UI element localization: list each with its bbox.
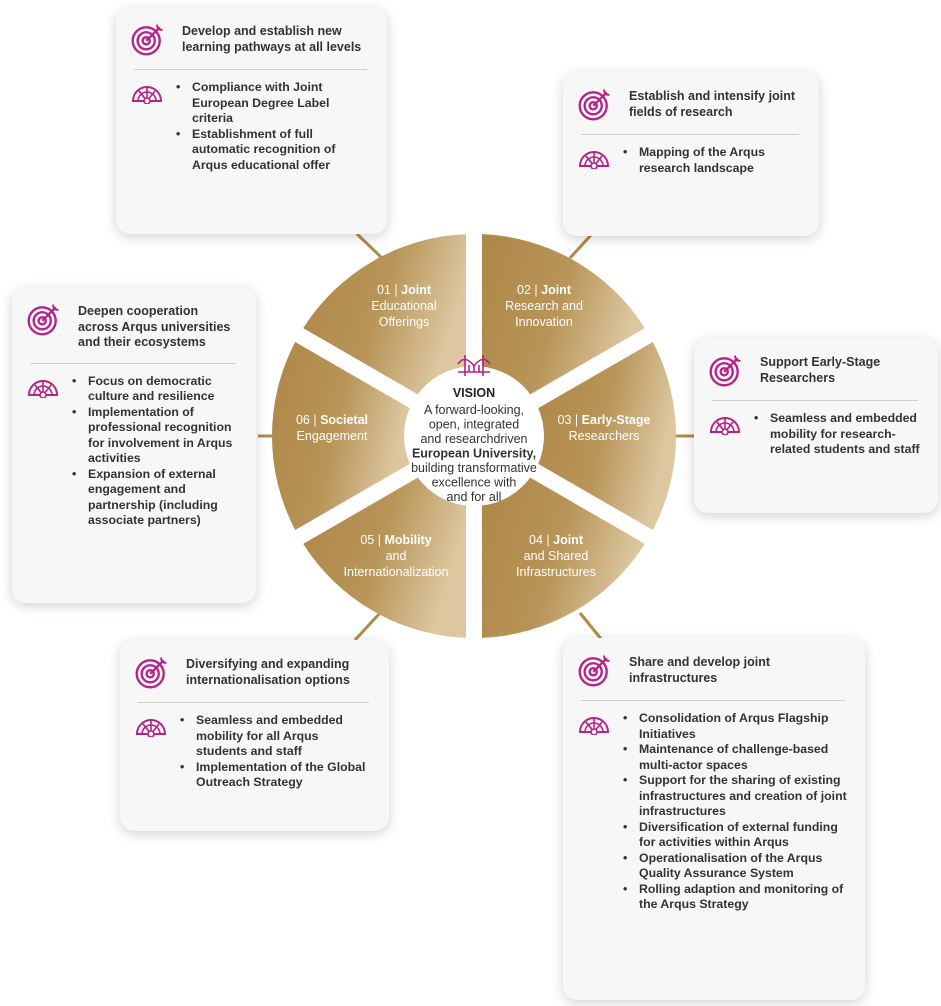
vision-text-line: European University, — [412, 447, 536, 461]
card-divider — [138, 702, 369, 703]
list-item: Consolidation of Arqus Flagship Initiati… — [623, 711, 849, 742]
target-icon — [131, 24, 163, 56]
card-title: Deepen cooperation across Arqus universi… — [78, 304, 231, 349]
gauge-icon — [578, 151, 610, 169]
list-item: Implementation of professional recogniti… — [72, 405, 240, 467]
target-icon — [578, 655, 610, 687]
vision-text-line: and researchdriven — [420, 432, 527, 446]
wheel-segment-04 — [481, 477, 645, 638]
list-item: Diversification of external funding for … — [623, 820, 849, 851]
card-research-innovation: Establish and intensify joint fields of … — [563, 72, 819, 236]
card-title: Diversifying and expanding international… — [186, 657, 350, 687]
gauge-icon — [709, 417, 741, 435]
vision-title: VISION — [453, 386, 495, 400]
card-item-list: Compliance with Joint European Degree La… — [176, 80, 371, 173]
card-divider — [30, 362, 236, 364]
vision-text-line: building transformative — [411, 461, 537, 475]
card-joint-infrastructures: Share and develop joint infrastructures … — [563, 638, 865, 1000]
card-item-list: Seamless and embedded mobility for all A… — [180, 713, 373, 791]
vision-center: VISION A forward-looking,open, integrate… — [411, 355, 537, 504]
gauge-icon — [135, 719, 167, 737]
card-item-list: Seamless and embedded mobility for resea… — [754, 411, 922, 458]
card-mobility-internationalization: Diversifying and expanding international… — [120, 640, 389, 831]
list-item: Implementation of the Global Outreach St… — [180, 760, 373, 791]
gauge-icon — [578, 717, 610, 735]
card-divider — [134, 69, 367, 70]
list-item: Seamless and embedded mobility for resea… — [754, 411, 922, 458]
wheel-segment-06 — [272, 342, 410, 530]
card-item-list: Focus on democratic culture and resilien… — [72, 374, 240, 529]
wheel-segment-01 — [303, 234, 467, 395]
bridge-icon — [457, 355, 491, 376]
list-item: Establishment of full automatic recognit… — [176, 127, 371, 174]
wheel-segment-05 — [303, 477, 467, 638]
card-divider — [581, 134, 799, 135]
vision-text-line: open, integrated — [429, 418, 519, 432]
list-item: Mapping of the Arqus research landscape — [623, 145, 803, 176]
card-societal-engagement: Deepen cooperation across Arqus universi… — [12, 287, 256, 603]
target-icon — [578, 89, 610, 121]
vision-text-line: and for all — [447, 490, 502, 504]
card-title: Share and develop joint infrastructures — [629, 655, 770, 685]
wheel-segment-02 — [481, 234, 645, 395]
gauge-icon — [131, 86, 163, 104]
list-item: Support for the sharing of existing infr… — [623, 773, 849, 820]
card-title: Develop and establish new learning pathw… — [182, 24, 362, 54]
card-item-list: Mapping of the Arqus research landscape — [623, 145, 803, 176]
card-divider — [581, 700, 845, 701]
target-icon — [135, 657, 167, 689]
card-title: Support Early-Stage Researchers — [760, 355, 881, 385]
gauge-icon — [27, 379, 59, 398]
center-disc — [406, 368, 542, 504]
list-item: Seamless and embedded mobility for all A… — [180, 713, 373, 760]
vision-text-line: excellence with — [432, 476, 517, 490]
card-educational-offerings: Develop and establish new learning pathw… — [116, 7, 387, 234]
card-title: Establish and intensify joint fields of … — [629, 89, 795, 119]
list-item: Maintenance of challenge-based multi-act… — [623, 742, 849, 773]
list-item: Rolling adaption and monitoring of the A… — [623, 882, 849, 913]
card-divider — [712, 400, 918, 401]
list-item: Focus on democratic culture and resilien… — [72, 374, 240, 405]
target-icon — [709, 355, 741, 387]
wheel-segment-03 — [538, 342, 676, 530]
card-item-list: Consolidation of Arqus Flagship Initiati… — [623, 711, 849, 913]
target-icon — [27, 304, 59, 336]
list-item: Operationalisation of the Arqus Quality … — [623, 851, 849, 882]
list-item: Expansion of external engagement and par… — [72, 467, 240, 529]
list-item: Compliance with Joint European Degree La… — [176, 80, 371, 127]
vision-text-line: A forward-looking, — [424, 403, 524, 417]
card-early-stage-researchers: Support Early-Stage Researchers Seamless… — [694, 338, 938, 513]
